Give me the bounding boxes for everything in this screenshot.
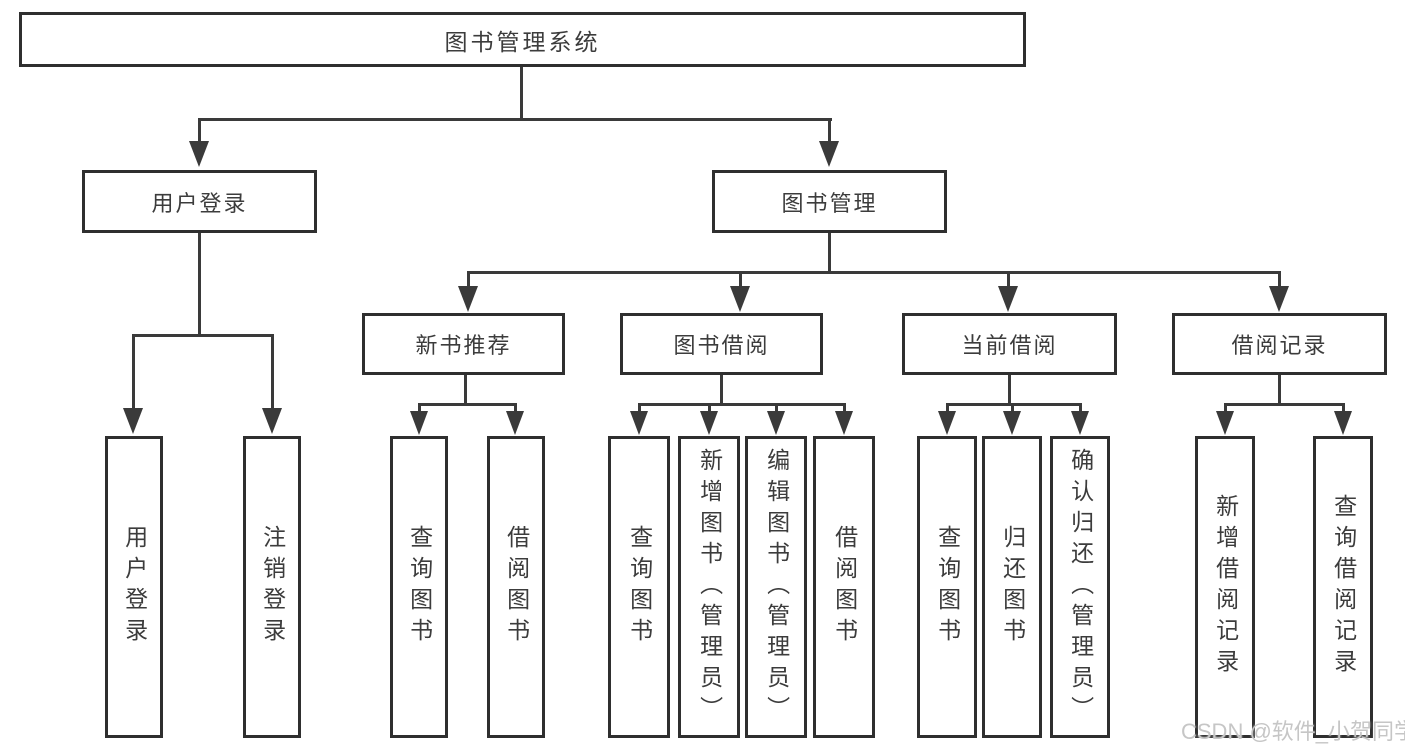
connector-line xyxy=(132,334,274,337)
arrow-down-icon xyxy=(730,286,750,312)
leaf-edit-books-admin: 编辑图书（管理员） xyxy=(745,436,807,738)
node-label: 用户登录 xyxy=(121,525,148,649)
node-library-management-system: 图书管理系统 xyxy=(19,12,1026,67)
leaf-return-books: 归还图书 xyxy=(982,436,1042,738)
node-user-login: 用户登录 xyxy=(82,170,317,233)
arrow-down-icon xyxy=(1003,411,1021,435)
connector-line xyxy=(1007,271,1010,290)
connector-line xyxy=(132,334,135,412)
node-borrowing-records: 借阅记录 xyxy=(1172,313,1387,375)
node-label: 新增借阅记录 xyxy=(1212,494,1239,680)
arrow-down-icon xyxy=(998,286,1018,312)
connector-line xyxy=(638,403,846,406)
connector-line xyxy=(418,403,517,406)
node-label: 当前借阅 xyxy=(961,333,1058,358)
node-current-borrowing: 当前借阅 xyxy=(902,313,1117,375)
arrow-down-icon xyxy=(819,141,839,167)
node-new-book-recommend: 新书推荐 xyxy=(362,313,565,375)
connector-line xyxy=(514,403,517,414)
connector-line xyxy=(1278,271,1281,290)
leaf-query-books-recommend: 查询图书 xyxy=(390,436,448,738)
connector-line xyxy=(638,403,641,414)
connector-line xyxy=(708,403,711,414)
connector-line xyxy=(467,271,470,290)
connector-line xyxy=(1224,403,1227,414)
connector-line xyxy=(467,271,1281,274)
connector-line xyxy=(1011,403,1014,414)
leaf-borrow-books: 借阅图书 xyxy=(813,436,875,738)
node-label: 查询图书 xyxy=(934,525,961,649)
arrow-down-icon xyxy=(123,408,143,434)
arrow-down-icon xyxy=(1216,411,1234,435)
node-label: 借阅记录 xyxy=(1231,333,1328,358)
node-label: 用户登录 xyxy=(151,190,248,216)
leaf-add-borrow-record: 新增借阅记录 xyxy=(1195,436,1255,738)
node-label: 图书借阅 xyxy=(673,333,770,358)
arrow-down-icon xyxy=(1269,286,1289,312)
arrow-down-icon xyxy=(262,408,282,434)
connector-line xyxy=(946,403,949,414)
node-book-borrowing: 图书借阅 xyxy=(620,313,823,375)
arrow-down-icon xyxy=(1071,411,1089,435)
arrow-down-icon xyxy=(189,141,209,167)
arrow-down-icon xyxy=(506,411,524,435)
node-label: 编辑图书（管理员） xyxy=(763,447,790,727)
connector-line xyxy=(720,375,723,406)
node-label: 查询图书 xyxy=(406,525,433,649)
connector-line xyxy=(198,233,201,337)
arrow-down-icon xyxy=(700,411,718,435)
connector-line xyxy=(1008,375,1011,406)
connector-line xyxy=(739,271,742,290)
node-label: 查询借阅记录 xyxy=(1330,494,1357,680)
connector-line xyxy=(464,375,467,406)
node-label: 确认归还（管理员） xyxy=(1067,447,1094,727)
arrow-down-icon xyxy=(458,286,478,312)
node-label: 新书推荐 xyxy=(415,333,512,358)
node-book-management: 图书管理 xyxy=(712,170,947,233)
connector-line xyxy=(1342,403,1345,414)
node-label: 借阅图书 xyxy=(503,525,530,649)
leaf-query-borrow-record: 查询借阅记录 xyxy=(1313,436,1373,738)
node-label: 查询图书 xyxy=(626,525,653,649)
connector-line xyxy=(828,118,831,143)
arrow-down-icon xyxy=(767,411,785,435)
leaf-borrow-books-recommend: 借阅图书 xyxy=(487,436,545,738)
leaf-add-books-admin: 新增图书（管理员） xyxy=(678,436,740,738)
node-label: 新增图书（管理员） xyxy=(696,447,723,727)
arrow-down-icon xyxy=(938,411,956,435)
leaf-logout: 注销登录 xyxy=(243,436,301,738)
arrow-down-icon xyxy=(630,411,648,435)
connector-line xyxy=(198,118,832,121)
connector-line xyxy=(198,118,201,143)
leaf-query-books-current: 查询图书 xyxy=(917,436,977,738)
arrow-down-icon xyxy=(410,411,428,435)
connector-line xyxy=(775,403,778,414)
connector-line xyxy=(1079,403,1082,414)
connector-line xyxy=(418,403,421,414)
connector-line xyxy=(1278,375,1281,406)
node-label: 借阅图书 xyxy=(831,525,858,649)
arrow-down-icon xyxy=(1334,411,1352,435)
connector-line xyxy=(843,403,846,414)
node-label: 图书管理系统 xyxy=(444,28,601,55)
leaf-confirm-return-admin: 确认归还（管理员） xyxy=(1050,436,1110,738)
node-label: 归还图书 xyxy=(999,525,1026,649)
leaf-user-login: 用户登录 xyxy=(105,436,163,738)
connector-line xyxy=(946,403,1082,406)
connector-line xyxy=(1224,403,1345,406)
arrow-down-icon xyxy=(835,411,853,435)
csdn-watermark: CSDN @软件_小贺同学 xyxy=(1181,719,1405,744)
node-label: 图书管理 xyxy=(781,190,878,216)
node-label: 注销登录 xyxy=(259,525,286,649)
connector-line xyxy=(828,233,831,272)
leaf-query-books-borrowing: 查询图书 xyxy=(608,436,670,738)
connector-line xyxy=(520,67,523,118)
connector-line xyxy=(271,334,274,412)
